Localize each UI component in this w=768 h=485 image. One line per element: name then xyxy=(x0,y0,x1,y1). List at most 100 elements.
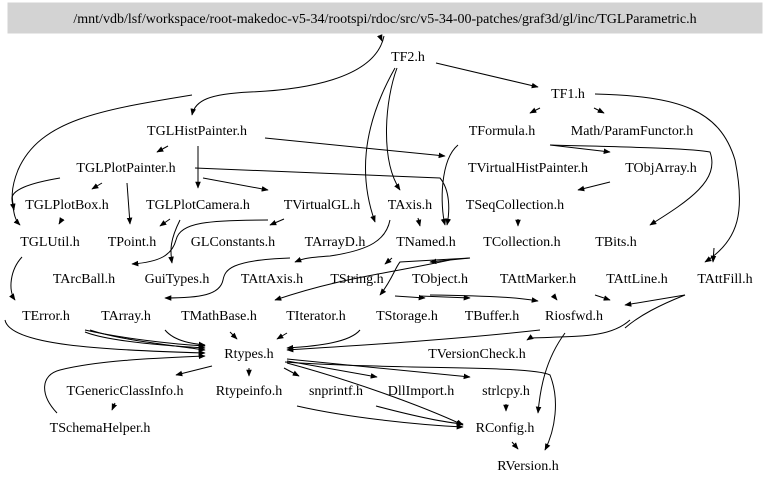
node-TPoint[interactable]: TPoint.h xyxy=(108,235,157,250)
edge-TVirtualGL-GuiTypes xyxy=(131,219,269,267)
root-node-box xyxy=(7,2,763,34)
edge-TF1-ParamFunctor xyxy=(593,107,605,114)
edge-Rtypes-RConfig xyxy=(286,362,464,426)
node-TSeqCollection[interactable]: TSeqCollection.h xyxy=(466,198,564,213)
node-TArrayD[interactable]: TArrayD.h xyxy=(305,235,366,250)
edge-TGenericClassInfo-TSchemaHelper xyxy=(111,402,118,411)
edge-TAttMarker-Riosfwd xyxy=(550,293,558,301)
edge-TGLPlotCamera-TPoint xyxy=(159,218,171,227)
edge-TAttLine-Riosfwd xyxy=(594,294,611,301)
edges-layer xyxy=(4,34,740,451)
edge-TGLHistPainter-TGLPlotPainter xyxy=(156,145,169,153)
edge-root-TGLHistPainter xyxy=(190,35,385,116)
edge-Riosfwd-Rtypes xyxy=(286,329,541,353)
edge-TGLPlotPainter-TGLPlotBox xyxy=(91,182,103,190)
edge-TF2-TF1 xyxy=(435,62,539,89)
edge-TF1-TAttLine xyxy=(594,93,740,263)
node-TString[interactable]: TString.h xyxy=(330,272,383,287)
node-TError[interactable]: TError.h xyxy=(22,309,70,324)
node-TGLHistPainter[interactable]: TGLHistPainter.h xyxy=(147,124,247,139)
edge-TF2-TAxis xyxy=(386,67,401,191)
node-TObjArray[interactable]: TObjArray.h xyxy=(625,161,697,176)
edge-TGLPlotCamera-GuiTypes xyxy=(168,219,181,264)
edge-TObject-TVersionCheck xyxy=(526,319,631,341)
edge-TArrayD-TArray xyxy=(164,257,291,301)
edge-TFormula-TBits xyxy=(549,144,713,226)
node-TStorage[interactable]: TStorage.h xyxy=(376,309,438,324)
node-TBuffer[interactable]: TBuffer.h xyxy=(465,309,520,324)
node-ParamFunctor[interactable]: Math/ParamFunctor.h xyxy=(571,124,694,139)
edge-TMathBase-Rtypes xyxy=(164,329,206,348)
node-TArray[interactable]: TArray.h xyxy=(101,309,151,324)
node-TGLPlotBox[interactable]: TGLPlotBox.h xyxy=(25,198,109,213)
edge-GuiTypes-Rtypes xyxy=(84,329,206,349)
node-TFormula[interactable]: TFormula.h xyxy=(469,124,536,139)
node-TGLUtil[interactable]: TGLUtil.h xyxy=(20,235,80,250)
edge-TFormula-TNamed xyxy=(440,144,459,226)
node-TAxis[interactable]: TAxis.h xyxy=(388,198,432,213)
node-TF2[interactable]: TF2.h xyxy=(391,50,425,65)
edge-root-TF2 xyxy=(377,34,383,42)
edge-TNamed-TString xyxy=(384,257,393,265)
edge-TVirtualGL-GLConstants xyxy=(269,218,285,226)
edge-TStorage-Rtypes xyxy=(276,332,288,340)
node-snprintf[interactable]: snprintf.h xyxy=(309,384,363,399)
node-strlcpy[interactable]: strlcpy.h xyxy=(482,384,530,399)
node-TMathBase[interactable]: TMathBase.h xyxy=(181,309,257,324)
edge-TCollection-TObject xyxy=(379,257,471,296)
edge-TGLUtil-TError xyxy=(9,256,23,301)
node-TObject[interactable]: TObject.h xyxy=(412,272,468,287)
node-TF1[interactable]: TF1.h xyxy=(551,87,585,102)
edge-TAttFill-Riosfwd xyxy=(624,294,686,307)
node-TGLPlotCamera[interactable]: TGLPlotCamera.h xyxy=(146,198,250,213)
node-GuiTypes[interactable]: GuiTypes.h xyxy=(145,272,210,287)
edge-TObject-TStorage xyxy=(394,294,426,301)
node-TAttLine[interactable]: TAttLine.h xyxy=(606,272,667,287)
node-TGLPlotPainter[interactable]: TGLPlotPainter.h xyxy=(76,161,175,176)
node-TGenericClassInfo[interactable]: TGenericClassInfo.h xyxy=(66,384,183,399)
edge-DllImport-RConfig xyxy=(375,405,464,427)
edge-TF2-TArrayD xyxy=(364,67,396,223)
edge-Rtypes-TGenericClassInfo xyxy=(175,365,213,377)
edge-TGLPlotPainter-TGLUtil xyxy=(11,177,61,226)
edge-TObject-Riosfwd xyxy=(429,294,539,303)
node-TAttFill[interactable]: TAttFill.h xyxy=(697,272,752,287)
edge-TCollection-TIterator xyxy=(274,259,451,301)
edge-TArcBall-Rtypes xyxy=(84,331,206,351)
edge-TGLPlotPainter-TNamed xyxy=(194,167,451,226)
node-DllImport[interactable]: DllImport.h xyxy=(388,384,455,399)
edge-TVersionCheck-RVersion xyxy=(284,361,556,451)
node-Rtypeinfo[interactable]: Rtypeinfo.h xyxy=(216,384,283,399)
node-root[interactable]: /mnt/vdb/lsf/workspace/root-makedoc-v5-3… xyxy=(73,12,696,27)
node-Riosfwd[interactable]: Riosfwd.h xyxy=(545,309,603,324)
edge-TObject-TBuffer xyxy=(419,294,471,301)
node-TSchemaHelper[interactable]: TSchemaHelper.h xyxy=(50,421,151,436)
edge-TIterator-Rtypes xyxy=(229,331,238,340)
node-Rtypes[interactable]: Rtypes.h xyxy=(224,347,273,362)
node-GLConstants[interactable]: GLConstants.h xyxy=(191,235,275,250)
edge-TObjArray-TSeqCollection xyxy=(577,181,611,192)
node-TCollection[interactable]: TCollection.h xyxy=(483,235,560,250)
edge-TGLHistPainter-TVirtualHistPainter xyxy=(264,137,446,159)
edge-Rtypes-strlcpy xyxy=(286,358,471,380)
node-TAttAxis[interactable]: TAttAxis.h xyxy=(241,272,303,287)
node-TIterator[interactable]: TIterator.h xyxy=(286,309,345,324)
node-TBits[interactable]: TBits.h xyxy=(595,235,637,250)
edge-root-TGLUtil xyxy=(10,94,193,211)
node-TVersionCheck[interactable]: TVersionCheck.h xyxy=(428,347,526,362)
node-RConfig[interactable]: RConfig.h xyxy=(476,421,535,436)
edge-TError-Rtypes xyxy=(4,319,206,356)
node-TNamed[interactable]: TNamed.h xyxy=(396,235,455,250)
node-RVersion[interactable]: RVersion.h xyxy=(497,459,559,474)
edge-TAxis-TNamed xyxy=(415,217,422,227)
node-TVirtualGL[interactable]: TVirtualGL.h xyxy=(284,198,361,213)
node-TArcBall[interactable]: TArcBall.h xyxy=(53,272,115,287)
edge-TF1-TAttFill xyxy=(710,247,717,263)
edge-TGLPlotPainter-TVirtualGL xyxy=(202,177,269,192)
node-TAttMarker[interactable]: TAttMarker.h xyxy=(500,272,576,287)
nodes-layer: /mnt/vdb/lsf/workspace/root-makedoc-v5-3… xyxy=(20,12,752,474)
edge-TAttFill-TVersion xyxy=(624,294,686,329)
node-TVirtualHistPainter[interactable]: TVirtualHistPainter.h xyxy=(468,161,588,176)
edge-snprintf-RConfig xyxy=(296,405,464,430)
